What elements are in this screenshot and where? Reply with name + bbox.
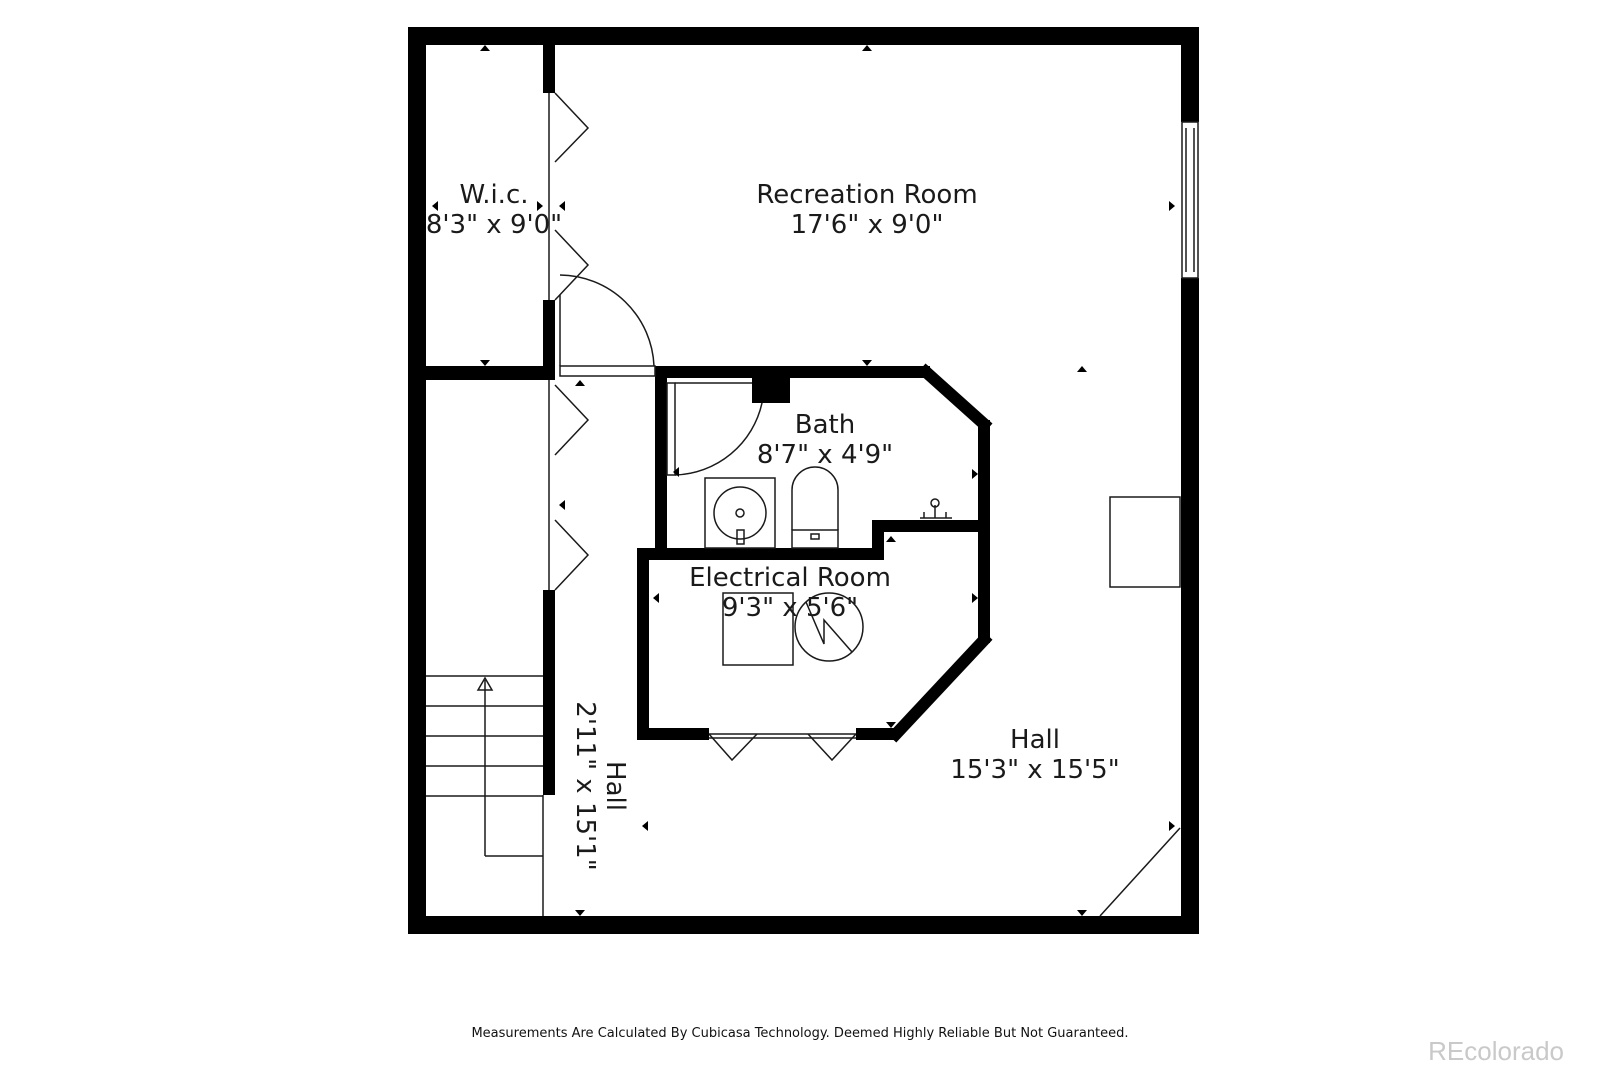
outer-walls <box>408 27 1199 934</box>
measurement-markers <box>432 45 1175 916</box>
furnace-icon <box>722 592 794 666</box>
room-name: Electrical Room <box>689 563 891 593</box>
stairs <box>426 675 544 916</box>
diagonal-line <box>1099 827 1181 917</box>
room-label-recreation: Recreation Room 17'6" x 9'0" <box>700 180 1034 240</box>
room-label-hall-main: Hall 15'3" x 15'5" <box>920 725 1150 785</box>
bifold-door-wic <box>548 92 590 301</box>
room-name: W.i.c. <box>459 180 529 210</box>
toilet-icon <box>791 466 839 549</box>
room-label-electrical: Electrical Room 9'3" x 5'6" <box>665 563 915 623</box>
disclaimer-text: Measurements Are Calculated By Cubicasa … <box>471 1026 1129 1041</box>
room-name: Hall <box>1010 725 1060 755</box>
cabinet <box>1109 496 1181 588</box>
room-dimensions: 2'11" x 15'1" <box>570 701 600 871</box>
water-heater-icon <box>794 592 864 662</box>
swing-door-recreation <box>559 274 656 377</box>
room-label-hall-left: Hall 2'11" x 15'1" <box>570 681 630 891</box>
room-label-wic: W.i.c. 8'3" x 9'0" <box>404 180 584 240</box>
window <box>1181 121 1199 279</box>
angled-walls <box>887 363 993 743</box>
room-dimensions: 8'3" x 9'0" <box>425 210 563 240</box>
watermark-logo: REcolorado <box>1428 1036 1564 1066</box>
swing-door-bath <box>666 382 763 476</box>
room-dimensions: 15'3" x 15'5" <box>950 755 1120 785</box>
room-dimensions: 17'6" x 9'0" <box>790 210 944 240</box>
room-label-bath: Bath 8'7" x 4'9" <box>730 410 920 470</box>
room-dimensions: 8'7" x 4'9" <box>756 440 894 470</box>
room-name: Bath <box>794 410 856 440</box>
interior-walls <box>426 45 990 795</box>
room-name: Recreation Room <box>756 180 978 210</box>
bifold-door-hall <box>548 380 590 591</box>
sink-icon <box>704 477 776 549</box>
bifold-door-electrical <box>708 733 857 762</box>
shower-valve-icon <box>920 498 952 519</box>
room-name: Hall <box>600 761 630 811</box>
room-dimensions: 9'3" x 5'6" <box>721 593 859 623</box>
